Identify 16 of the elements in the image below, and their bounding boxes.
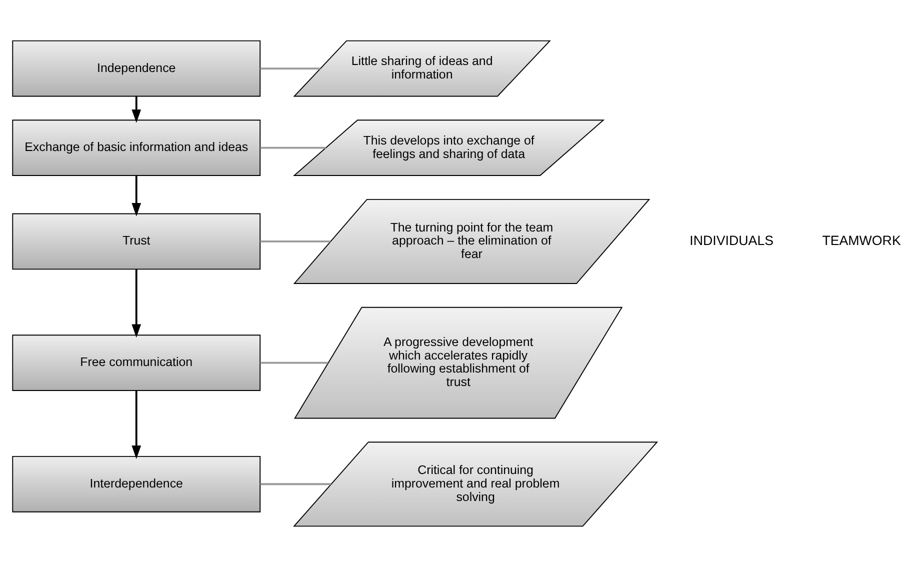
arrow [132,96,142,123]
connector [260,240,330,242]
label: TEAMWORK [822,232,901,248]
node-box: Interdependence [12,456,261,512]
label: INDIVIDUALS [690,232,774,248]
connector [260,362,328,364]
arrow [132,176,142,216]
node-box: Exchange of basic information and ideas [12,120,261,176]
connector [260,483,331,486]
arrow [132,390,142,459]
node-box: Free communication [12,334,261,391]
arrow [132,269,142,338]
connector [260,68,320,70]
connector [260,146,326,149]
node-box: Independence [12,40,261,97]
node-box: Trust [12,213,261,270]
